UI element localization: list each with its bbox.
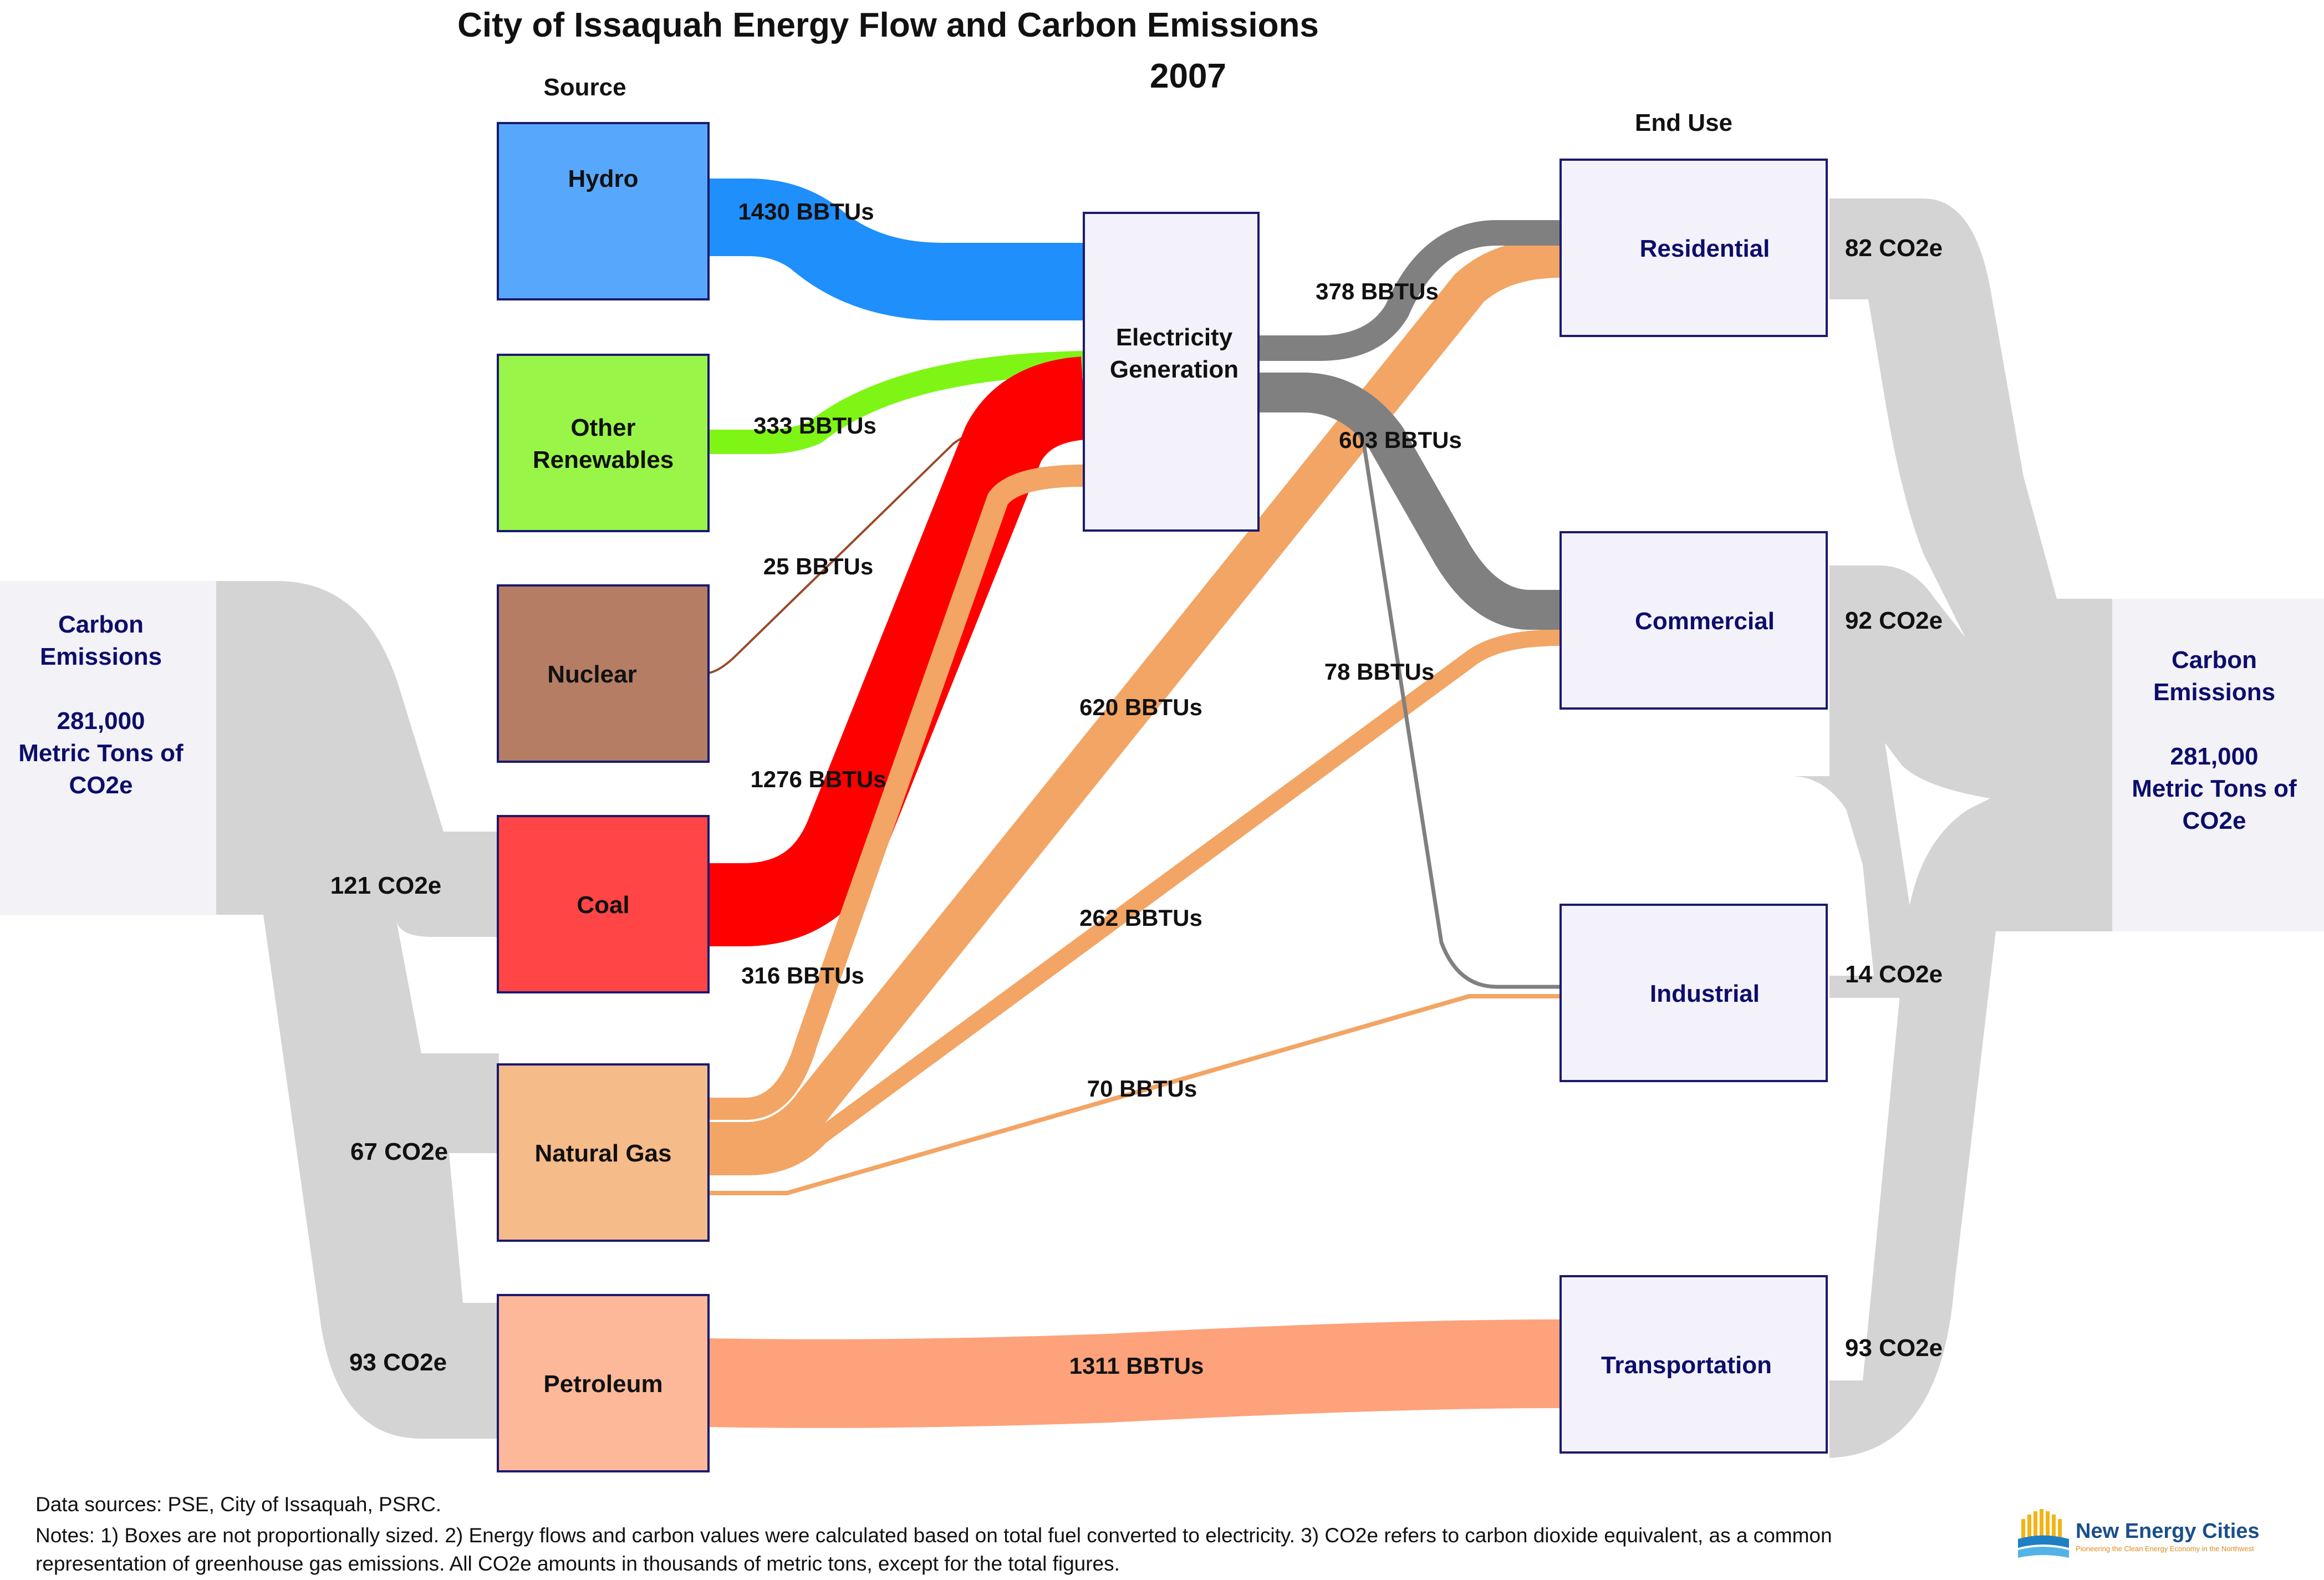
end-use-label-commercial: Commercial (1635, 608, 1775, 635)
chart-title: City of Issaquah Energy Flow and Carbon … (457, 6, 1319, 44)
flow-renewables-electricity (709, 351, 1084, 454)
flow-label-natural_gas-residential: 620 BBTUs (1079, 694, 1202, 720)
emission-bands (0, 198, 2324, 1458)
flow-label-electricity-industrial: 78 BBTUs (1324, 659, 1434, 685)
source-label-nuclear-line-0: Nuclear (547, 661, 636, 688)
end-use-co2-commercial: 92 CO2e (1845, 607, 1943, 634)
end-use-box-residential (1559, 159, 1828, 337)
end-use-box-transportation (1559, 1275, 1828, 1454)
source-box-nuclear (497, 584, 710, 763)
end-use-node-industrial (1559, 904, 1828, 1082)
end-use-label-transportation: Transportation (1601, 1352, 1772, 1379)
flow-hydro-electricity (709, 179, 1084, 320)
flow-label-hydro-electricity: 1430 BBTUs (738, 198, 874, 225)
end-use-co2-residential: 82 CO2e (1845, 235, 1943, 262)
source-label-hydro-line-0: Hydro (568, 165, 638, 192)
flow-label-nuclear-electricity: 25 BBTUs (763, 553, 873, 579)
data-sources-note: Data sources: PSE, City of Issaquah, PSR… (35, 1493, 442, 1516)
logo-mark-icon: New Energy Cities Pioneering the Clean E… (2018, 1509, 2260, 1558)
end-use-node-transportation (1559, 1275, 1828, 1454)
electricity-box (1083, 212, 1260, 532)
carbon-emissions-right-box (2112, 599, 2324, 931)
flow-label-natural_gas-electricity: 316 BBTUs (741, 962, 864, 988)
flow-label-natural_gas-commercial: 262 BBTUs (1079, 905, 1202, 931)
flow-elec-commercial (1258, 373, 1561, 630)
source-label-coal-line-0: Coal (577, 891, 629, 919)
source-label-petroleum-line-0: Petroleum (543, 1370, 662, 1398)
carbon-right-label-line-1: Emissions (2153, 679, 2275, 706)
source-node-petroleum (497, 1294, 710, 1472)
carbon-left-label-line-4: Metric Tons of (18, 740, 184, 767)
source-co2-coal: 121 CO2e (330, 872, 442, 899)
carbon-right-label-line-5: CO2e (2183, 807, 2246, 834)
emission-band-right (1791, 198, 2112, 1458)
end-use-node-residential (1559, 159, 1828, 337)
flow-coal-electricity (701, 356, 1088, 946)
carbon-emissions-left-box (0, 581, 216, 915)
carbon-right-label-line-0: Carbon (2172, 646, 2257, 674)
chart-year: 2007 (1150, 57, 1226, 95)
source-box-other_renewables (497, 354, 710, 532)
flow-petroleum-transportation (707, 1319, 1561, 1428)
flow-elec-residential (1258, 220, 1561, 361)
end-use-co2-industrial: 14 CO2e (1845, 961, 1943, 988)
end-use-label-industrial: Industrial (1650, 980, 1760, 1007)
end-use-label-residential: Residential (1640, 235, 1770, 262)
flow-label-other_renewables-electricity: 333 BBTUs (753, 412, 876, 439)
end-use-node-commercial (1559, 531, 1828, 710)
flow-label-coal-electricity: 1276 BBTUs (750, 766, 886, 792)
carbon-left-label-line-1: Emissions (40, 643, 162, 670)
flow-label-natural_gas-industrial: 70 BBTUs (1087, 1076, 1197, 1102)
source-box-natural_gas (497, 1063, 710, 1242)
source-label-natural_gas-line-0: Natural Gas (535, 1140, 672, 1167)
nodes (497, 122, 1828, 1472)
electricity-node (1083, 212, 1260, 532)
source-co2-petroleum: 93 CO2e (349, 1349, 447, 1376)
carbon-right-label-line-3: 281,000 (2170, 743, 2258, 770)
source-node-coal (497, 815, 710, 993)
flow-gas-industrial (709, 994, 1561, 1195)
source-column-header: Source (543, 74, 626, 101)
source-box-petroleum (497, 1294, 710, 1472)
new-energy-cities-logo: New Energy Cities Pioneering the Clean E… (2018, 1507, 2306, 1568)
carbon-left-label-line-3: 281,000 (57, 707, 145, 735)
end-use-box-industrial (1559, 904, 1828, 1082)
carbon-left-label-line-0: Carbon (58, 611, 144, 638)
source-co2-natural_gas: 67 CO2e (350, 1138, 448, 1165)
source-label-other_renewables-line-0: Other (570, 414, 635, 441)
flow-elec-industrial (1258, 402, 1561, 989)
flow-gas-electricity (709, 465, 1084, 1120)
flow-gas-commercial (709, 629, 1561, 1175)
notes-line-2: representation of greenhouse gas emissio… (35, 1552, 1120, 1575)
source-label-other_renewables-line-1: Renewables (533, 446, 674, 473)
source-box-hydro (497, 122, 710, 300)
logo-tagline: Pioneering the Clean Energy Economy in t… (2076, 1545, 2254, 1553)
end-use-column-header: End Use (1635, 109, 1732, 136)
flow-label-petroleum-transportation: 1311 BBTUs (1069, 1353, 1204, 1379)
notes-line-1: Notes: 1) Boxes are not proportionally s… (35, 1524, 1832, 1547)
flow-gas-residential (709, 238, 1561, 1162)
source-node-other_renewables (497, 354, 710, 532)
flow-label-electricity-residential: 378 BBTUs (1316, 278, 1439, 304)
end-use-co2-transportation: 93 CO2e (1845, 1334, 1943, 1362)
end-use-box-commercial (1559, 531, 1828, 710)
flow-label-electricity-commercial: 603 BBTUs (1339, 427, 1462, 453)
source-node-hydro (497, 122, 710, 300)
electricity-label-line-1: Generation (1110, 356, 1239, 383)
source-box-coal (497, 815, 710, 993)
logo-name: New Energy Cities (2076, 1520, 2260, 1543)
carbon-left-label-line-5: CO2e (69, 772, 133, 799)
energy-flows (701, 179, 1561, 1428)
source-node-nuclear (497, 584, 710, 763)
emission-band-left (216, 581, 499, 1439)
electricity-label-line-0: Electricity (1116, 324, 1233, 351)
source-node-natural_gas (497, 1063, 710, 1242)
carbon-right-label-line-4: Metric Tons of (2132, 775, 2297, 802)
